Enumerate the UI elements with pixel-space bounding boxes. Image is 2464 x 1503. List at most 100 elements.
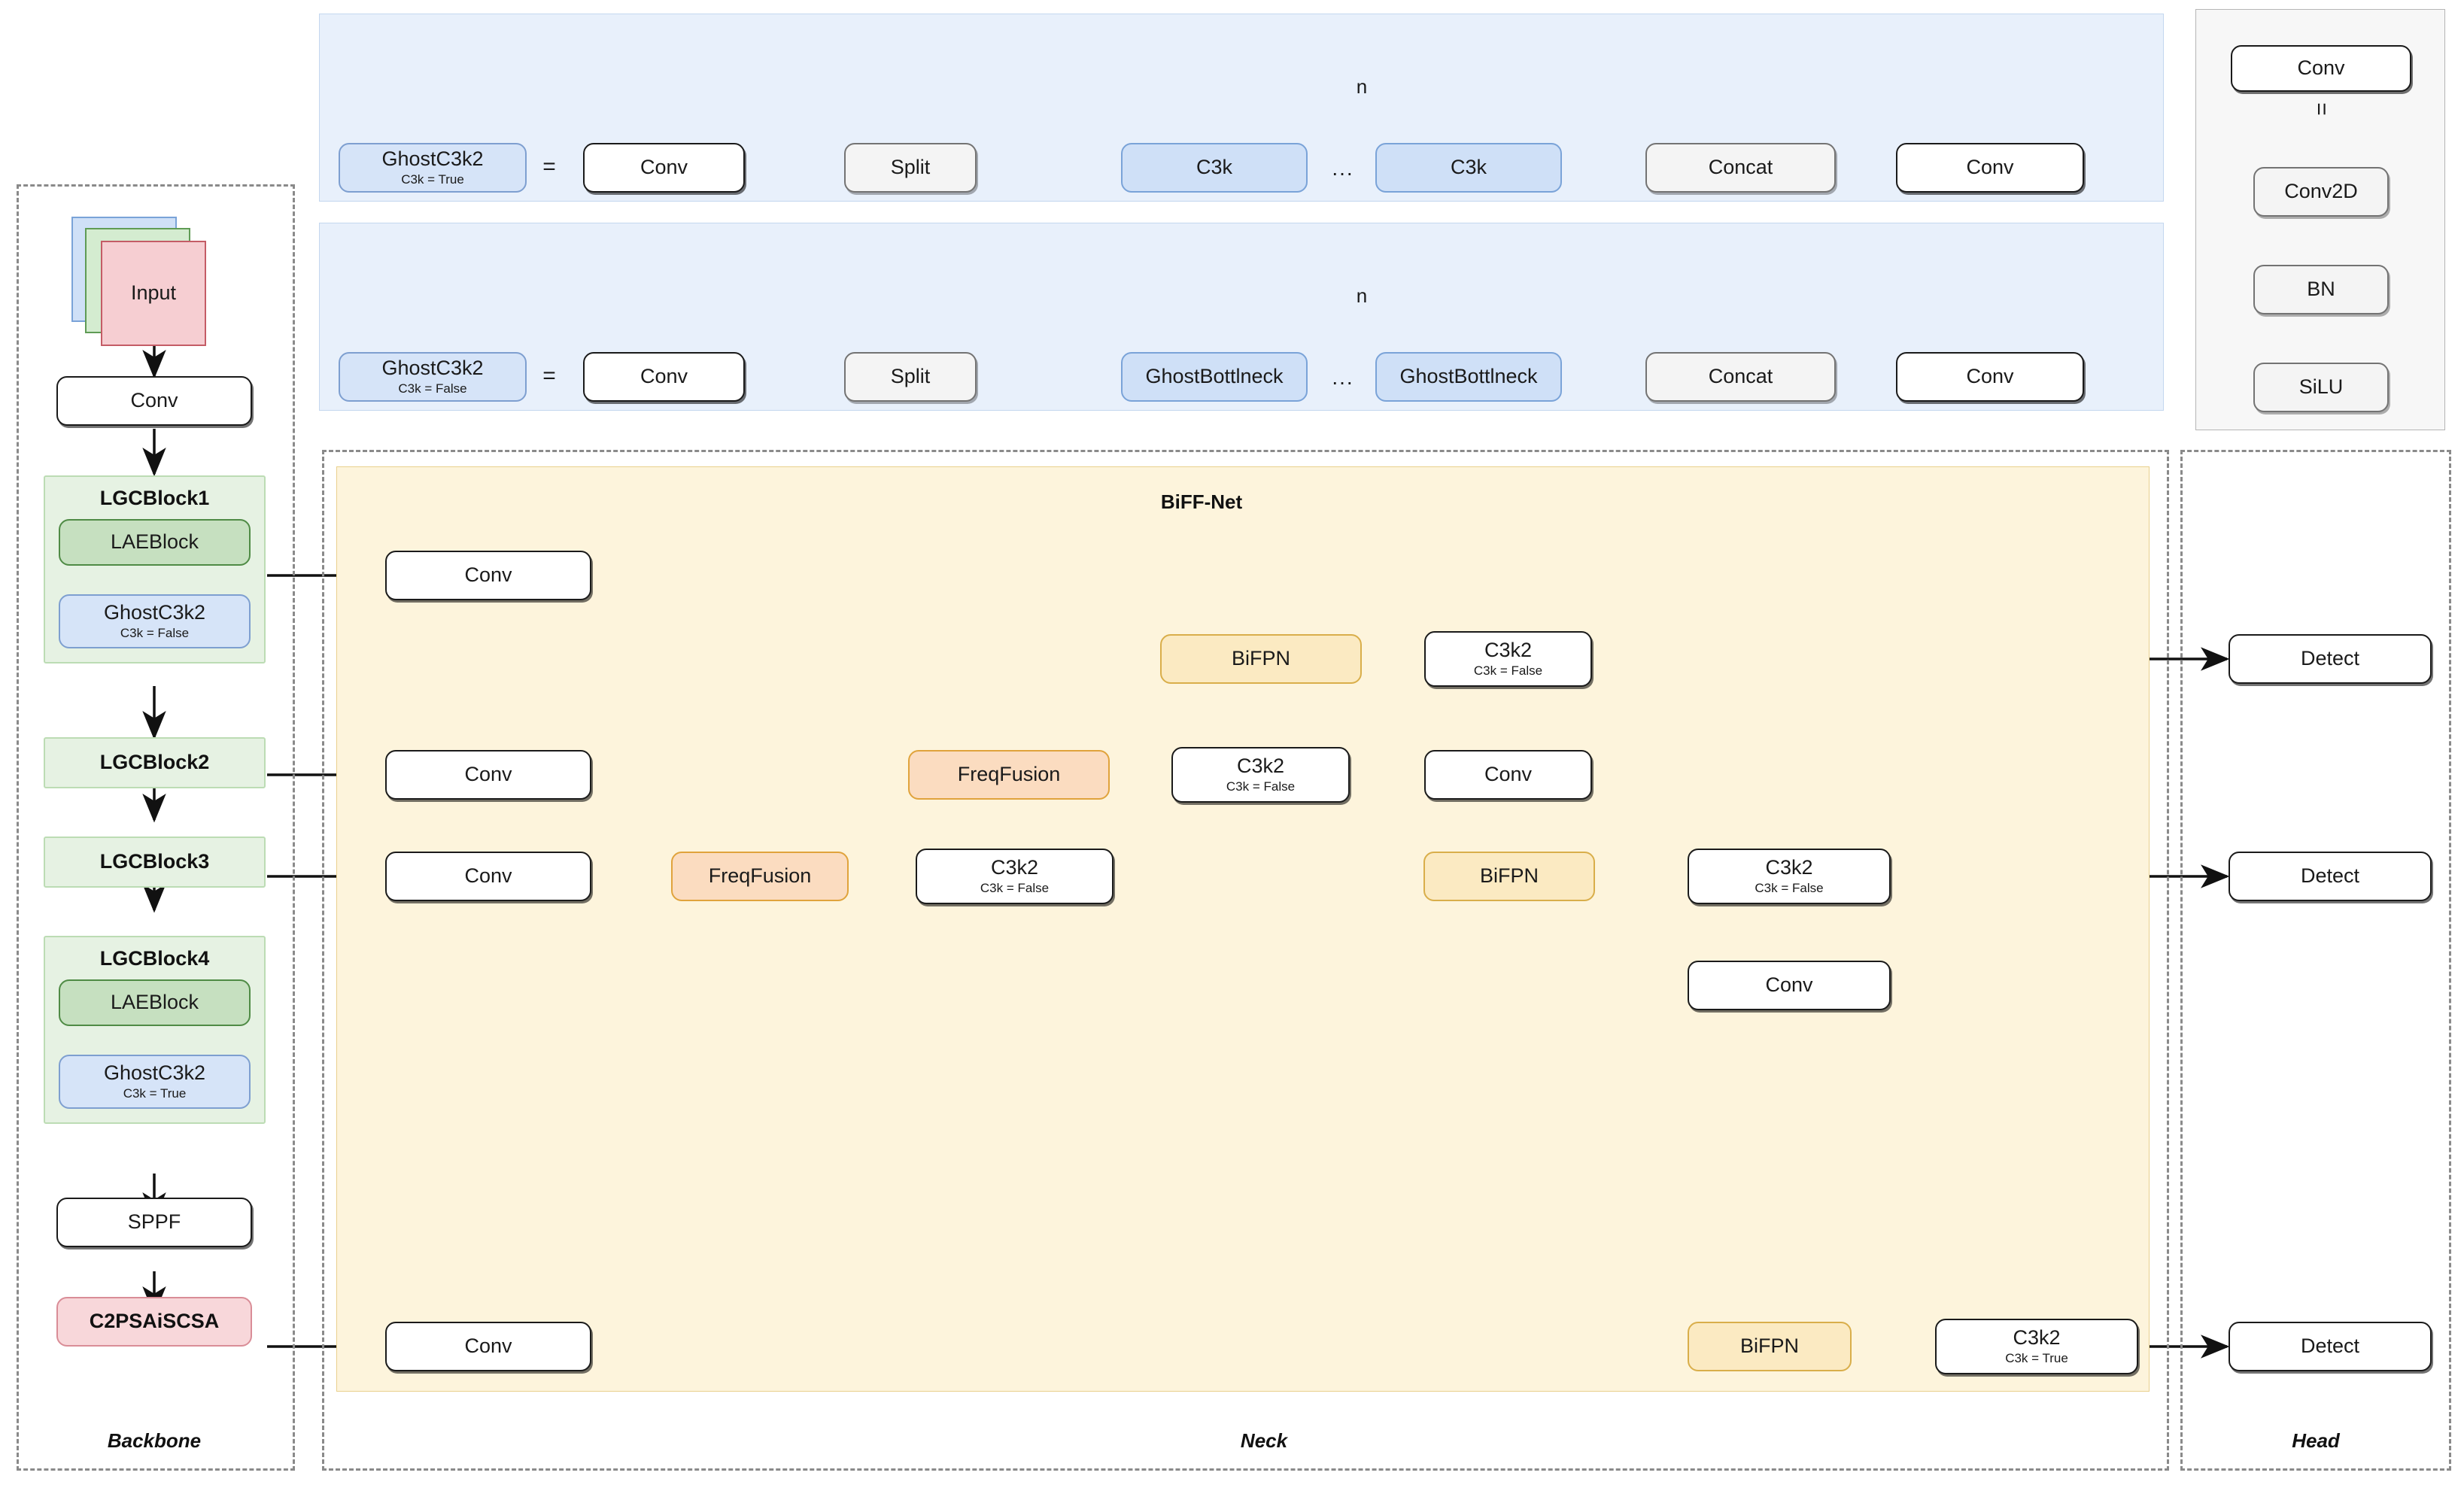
c3k2-after-freqfusion-mid: C3k2 C3k = False: [1171, 747, 1350, 803]
input-label: Input: [130, 281, 177, 305]
input-node: Input: [101, 241, 206, 346]
c3k2-bot-flag: C3k = True: [2005, 1351, 2068, 1365]
detect-mid: Detect: [2229, 852, 2432, 901]
bifpn-bot: BiFPN: [1688, 1322, 1852, 1371]
c3k2-ff-low-label: C3k2: [990, 856, 1039, 879]
neck-conv-down-top: Conv: [1424, 750, 1592, 800]
detect-bot-label: Detect: [2300, 1334, 2360, 1358]
neck-conv-p6: Conv: [385, 1322, 591, 1371]
bifpn-mid: BiFPN: [1423, 852, 1595, 901]
lgcblock1-ghostc3k2: GhostC3k2 C3k = False: [59, 594, 251, 648]
ghostbottlneck-b-label: GhostBottlneck: [1399, 365, 1538, 388]
legend-equals-sign: =: [2309, 102, 2334, 116]
c3k-b-label: C3k: [1450, 156, 1487, 179]
ghostc3k2-false-definition: GhostC3k2 C3k = False: [339, 352, 527, 402]
c3k2-ff-mid-label: C3k2: [1236, 755, 1285, 778]
equals-sign-false-row: =: [542, 363, 556, 388]
ghostc3k2-4-label: GhostC3k2: [103, 1061, 206, 1085]
neck-conv-p3-label: Conv: [464, 563, 512, 587]
neck-conv-p5: Conv: [385, 852, 591, 901]
lgcblock4-laeblock: LAEBlock: [59, 979, 251, 1026]
laeblock4-label: LAEBlock: [110, 991, 199, 1014]
freqfusion-mid-label: FreqFusion: [957, 763, 1061, 786]
ghostc3k2-true-definition: GhostC3k2 C3k = True: [339, 143, 527, 193]
lgcblock4-title: LGCBlock4: [99, 947, 210, 970]
legend-conv2d-label: Conv2D: [2284, 180, 2358, 203]
ghostc3k2-false-name: GhostC3k2: [381, 357, 484, 380]
ghostbottlneck-block-a: GhostBottlneck: [1121, 352, 1308, 402]
ellipsis-false-row: ...: [1332, 366, 1354, 389]
conv-out-label: Conv: [1966, 156, 2014, 179]
neck-conv-down-top-label: Conv: [1484, 763, 1533, 786]
biff-net-title: BiFF-Net: [1160, 490, 1243, 513]
ghostc3k2-4-flag: C3k = True: [123, 1086, 187, 1101]
split-label-2: Split: [890, 365, 931, 388]
ghostc3k2-1-flag: C3k = False: [120, 626, 190, 640]
c3k-block-a: C3k: [1121, 143, 1308, 193]
ghostc3k2-true-concat: Concat: [1645, 143, 1836, 193]
neck-frame: [322, 450, 2169, 1471]
neck-conv-down-mid: Conv: [1688, 961, 1891, 1010]
freqfusion-low-label: FreqFusion: [708, 864, 812, 888]
ghostc3k2-true-name: GhostC3k2: [381, 147, 484, 171]
lgcblock1-title: LGCBlock1: [99, 487, 210, 509]
legend-conv-label: Conv: [2297, 56, 2345, 80]
ghostc3k2-false-concat: Concat: [1645, 352, 1836, 402]
ellipsis-true-row: ...: [1332, 156, 1354, 180]
legend-bn-label: BN: [2307, 278, 2335, 301]
ghostbottlneck-block-b: GhostBottlneck: [1375, 352, 1562, 402]
conv-in-label-2: Conv: [640, 365, 688, 388]
legend-silu-label: SiLU: [2298, 375, 2344, 399]
ghostc3k2-1-label: GhostC3k2: [103, 601, 206, 624]
legend-conv2d-box: Conv2D: [2253, 167, 2389, 217]
bifpn-top-label: BiFPN: [1231, 647, 1290, 670]
neck-conv-p3: Conv: [385, 551, 591, 600]
neck-conv-p4-label: Conv: [464, 763, 512, 786]
c3k2-top: C3k2 C3k = False: [1424, 631, 1592, 687]
split-label: Split: [890, 156, 931, 179]
c3k2-top-flag: C3k = False: [1473, 663, 1543, 678]
ghostc3k2-true-split: Split: [844, 143, 977, 193]
lgcblock3-group: LGCBlock3: [44, 837, 266, 888]
bifpn-mid-label: BiFPN: [1479, 864, 1539, 888]
lgcblock1-laeblock: LAEBlock: [59, 519, 251, 566]
ghostc3k2-true-conv-in: Conv: [583, 143, 745, 193]
lgcblock4-ghostc3k2: GhostC3k2 C3k = True: [59, 1055, 251, 1109]
biff-net-panel: [336, 466, 2150, 1392]
head-frame: [2180, 450, 2451, 1471]
neck-conv-p6-label: Conv: [464, 1334, 512, 1358]
c3k2-after-freqfusion-low: C3k2 C3k = False: [916, 849, 1114, 904]
backbone-sppf: SPPF: [56, 1198, 252, 1247]
neck-region-label: Neck: [1240, 1429, 1288, 1452]
backbone-c2psaiscsa: C2PSAiSCSA: [56, 1297, 252, 1347]
backbone-conv-stem: Conv: [56, 376, 252, 426]
ghostc3k2-true-conv-out: Conv: [1896, 143, 2084, 193]
lgcblock2-group: LGCBlock2: [44, 737, 266, 788]
c3k2-ff-mid-flag: C3k = False: [1226, 779, 1296, 794]
ghostbottlneck-a-label: GhostBottlneck: [1145, 365, 1284, 388]
concat-label-2: Concat: [1708, 365, 1773, 388]
ghostc3k2-true-flag: C3k = True: [401, 172, 464, 187]
sppf-label: SPPF: [127, 1210, 181, 1234]
c3k2-ff-low-flag: C3k = False: [980, 881, 1050, 895]
detect-mid-label: Detect: [2300, 864, 2360, 888]
backbone-region-label: Backbone: [107, 1429, 202, 1452]
ghostc3k2-false-conv-out: Conv: [1896, 352, 2084, 402]
c3k-a-label: C3k: [1196, 156, 1232, 179]
n-repeat-label-false: n: [1356, 284, 1368, 307]
c3k2-mid-label: C3k2: [1765, 856, 1813, 879]
conv-stem-label: Conv: [130, 389, 178, 412]
legend-conv-box: Conv: [2231, 45, 2411, 92]
c3k-block-b: C3k: [1375, 143, 1562, 193]
detect-bot: Detect: [2229, 1322, 2432, 1371]
c3k2-bot-label: C3k2: [2013, 1326, 2061, 1350]
freqfusion-mid: FreqFusion: [908, 750, 1110, 800]
c3k2-mid-flag: C3k = False: [1755, 881, 1824, 895]
ghostc3k2-false-conv-in: Conv: [583, 352, 745, 402]
legend-bn-box: BN: [2253, 265, 2389, 314]
c3k2-top-label: C3k2: [1484, 639, 1533, 662]
bifpn-bot-label: BiFPN: [1739, 1334, 1799, 1358]
detect-top: Detect: [2229, 634, 2432, 684]
neck-conv-down-mid-label: Conv: [1765, 973, 1813, 997]
c3k2-bot: C3k2 C3k = True: [1935, 1319, 2138, 1374]
